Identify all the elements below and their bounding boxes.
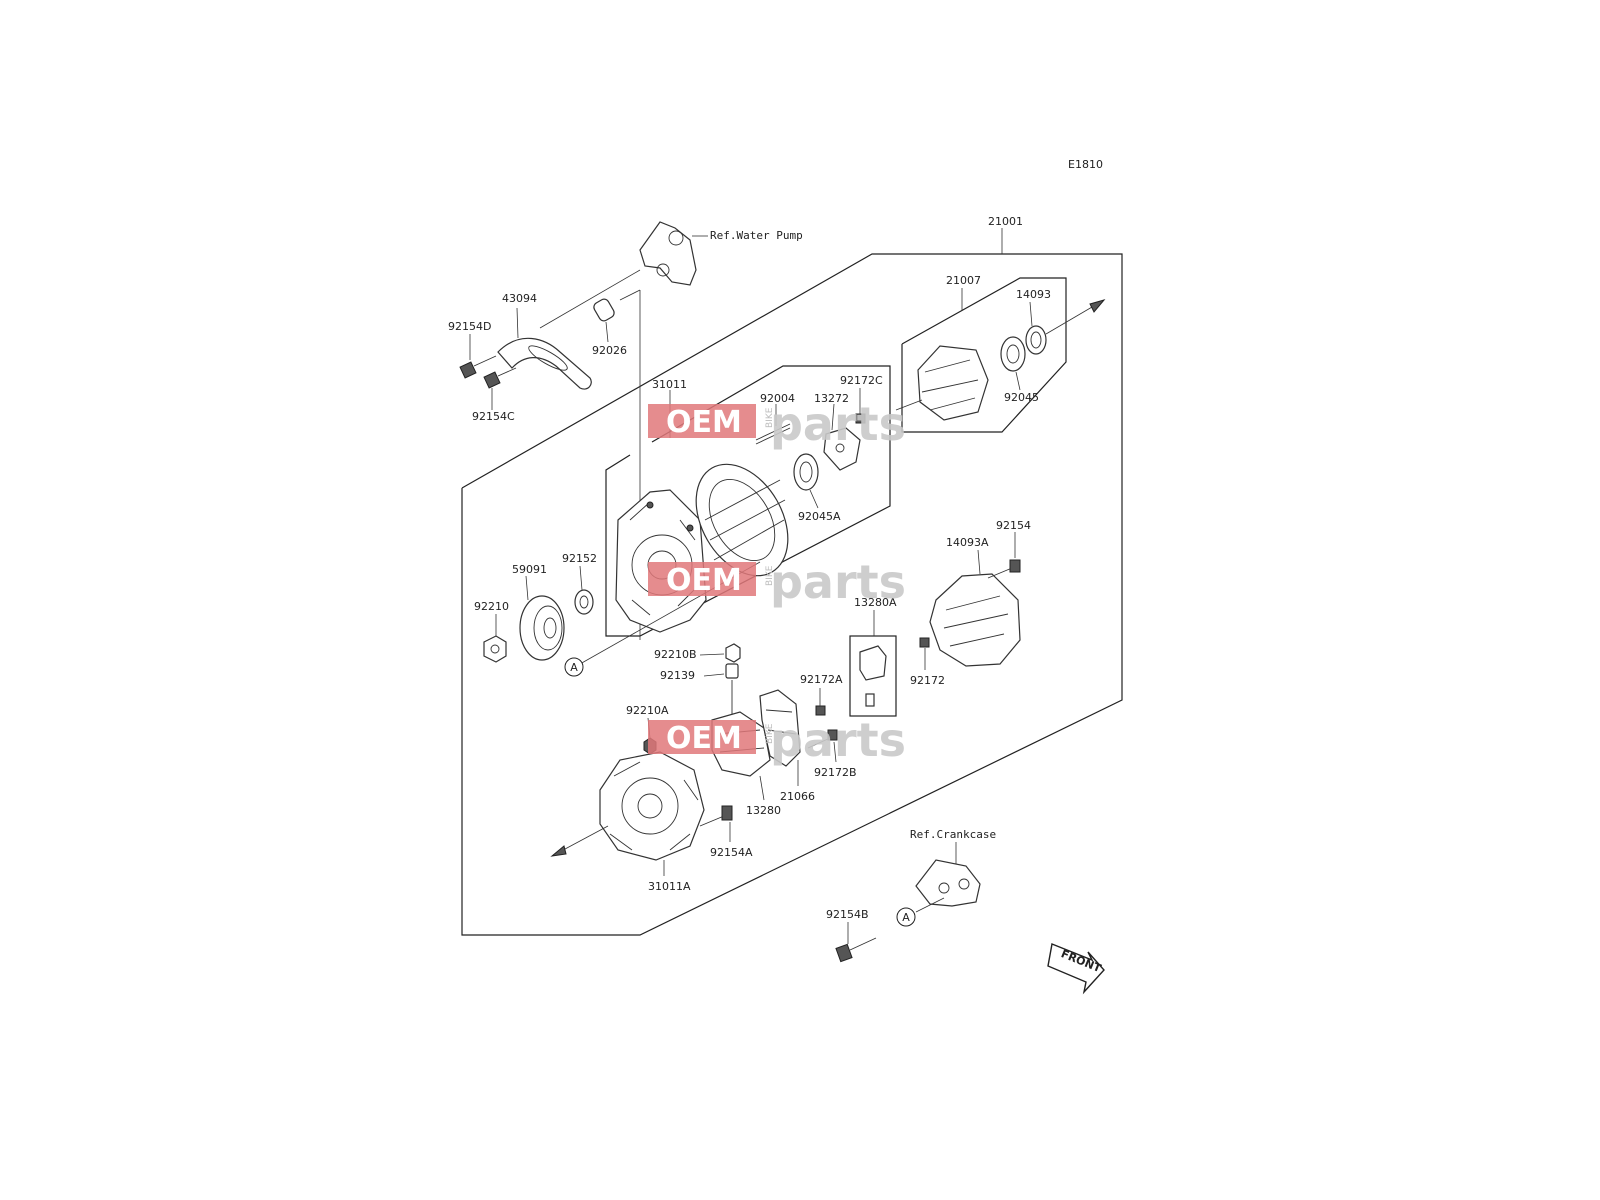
callout-92154C: 92154C xyxy=(472,410,515,423)
bolt-92154C xyxy=(483,367,517,410)
callout-59091: 59091 xyxy=(512,563,547,576)
plate-13272 xyxy=(823,403,861,471)
bolt-92154B xyxy=(835,922,877,963)
callout-92152: 92152 xyxy=(562,552,597,565)
watermark-1: OEM BIKE parts xyxy=(648,397,906,451)
callout-92172A: 92172A xyxy=(800,673,843,686)
watermark-2: OEM BIKE parts xyxy=(648,555,906,609)
svg-text:BIKE: BIKE xyxy=(765,723,775,744)
svg-text:parts: parts xyxy=(770,713,906,767)
stud-92004 xyxy=(755,404,791,445)
rotor-frame-21007 xyxy=(901,277,1067,433)
svg-text:parts: parts xyxy=(770,555,906,609)
callout-43094: 43094 xyxy=(502,292,537,305)
nut-92172A xyxy=(815,688,826,716)
front-housing-31011 xyxy=(615,489,707,633)
front-arrow-icon: FRONT xyxy=(1047,943,1105,995)
watermark-3: OEM BIKE parts xyxy=(648,713,906,767)
bolt-92154D xyxy=(459,334,497,379)
marker-a-left: A xyxy=(564,657,584,677)
insulator-92139 xyxy=(703,663,739,720)
callout-21066: 21066 xyxy=(780,790,815,803)
pulley-59091 xyxy=(519,575,565,661)
collar-92026 xyxy=(593,289,641,343)
callout-13280A: 13280A xyxy=(854,596,897,609)
bolt-92154 xyxy=(987,532,1021,579)
bearing-92045 xyxy=(1000,336,1026,391)
bearing-92045A xyxy=(793,453,819,509)
housing-axis-arrow xyxy=(550,845,567,857)
nut-92172 xyxy=(919,637,930,670)
screw-92172B xyxy=(807,729,838,763)
svg-text:BIKE: BIKE xyxy=(765,407,775,428)
callout-31011: 31011 xyxy=(652,378,687,391)
callout-92154: 92154 xyxy=(996,519,1031,532)
nut-92210 xyxy=(483,614,507,663)
assembly-frame-21001 xyxy=(461,228,1123,936)
callout-13272: 13272 xyxy=(814,392,849,405)
crankcase-bracket xyxy=(915,842,981,913)
callout-92139: 92139 xyxy=(660,669,695,682)
callout-14093A: 14093A xyxy=(946,536,989,549)
svg-text:A: A xyxy=(570,661,578,674)
callout-13280: 13280 xyxy=(746,804,781,817)
callout-21007: 21007 xyxy=(946,274,981,287)
svg-text:OEM: OEM xyxy=(666,405,742,440)
ref-water-pump-label: Ref.Water Pump xyxy=(710,229,803,242)
rotor-21007 xyxy=(895,345,989,421)
strap-43094 xyxy=(497,269,641,390)
callout-31011A: 31011A xyxy=(648,880,691,893)
callout-92045A: 92045A xyxy=(798,510,841,523)
diagram-code: E1810 xyxy=(1068,158,1103,171)
callout-92172B: 92172B xyxy=(814,766,857,779)
svg-text:OEM: OEM xyxy=(666,721,742,756)
callout-92210A: 92210A xyxy=(626,704,669,717)
callout-92004: 92004 xyxy=(760,392,795,405)
ref-crankcase-label: Ref.Crankcase xyxy=(910,828,996,841)
nut-92210B xyxy=(699,643,741,663)
collar-92152 xyxy=(574,565,594,615)
callout-92172: 92172 xyxy=(910,674,945,687)
marker-a-right: A xyxy=(896,907,916,927)
callout-92154D: 92154D xyxy=(448,320,491,333)
rotor-axis-arrow xyxy=(1089,299,1106,313)
callout-92210B: 92210B xyxy=(654,648,697,661)
callout-92045: 92045 xyxy=(1004,391,1039,404)
callout-92154A: 92154A xyxy=(710,846,753,859)
water-pump-bracket xyxy=(639,221,708,286)
callout-92172C: 92172C xyxy=(840,374,883,387)
callout-92026: 92026 xyxy=(592,344,627,357)
svg-text:BIKE: BIKE xyxy=(765,565,775,586)
callout-92154B: 92154B xyxy=(826,908,869,921)
rear-cover-14093A xyxy=(929,549,1021,667)
brush-box-13280A xyxy=(849,610,897,717)
nut-92172C xyxy=(855,388,866,424)
ring-14093 xyxy=(1025,301,1047,355)
svg-text:A: A xyxy=(902,911,910,924)
stator xyxy=(695,463,789,577)
callout-21001: 21001 xyxy=(988,215,1023,228)
regulator-21066 xyxy=(759,689,801,786)
bolt-92154A xyxy=(699,805,733,842)
svg-text:OEM: OEM xyxy=(666,563,742,598)
callout-14093: 14093 xyxy=(1016,288,1051,301)
svg-text:parts: parts xyxy=(770,397,906,451)
rear-housing-31011A xyxy=(599,751,705,876)
callout-92210: 92210 xyxy=(474,600,509,613)
